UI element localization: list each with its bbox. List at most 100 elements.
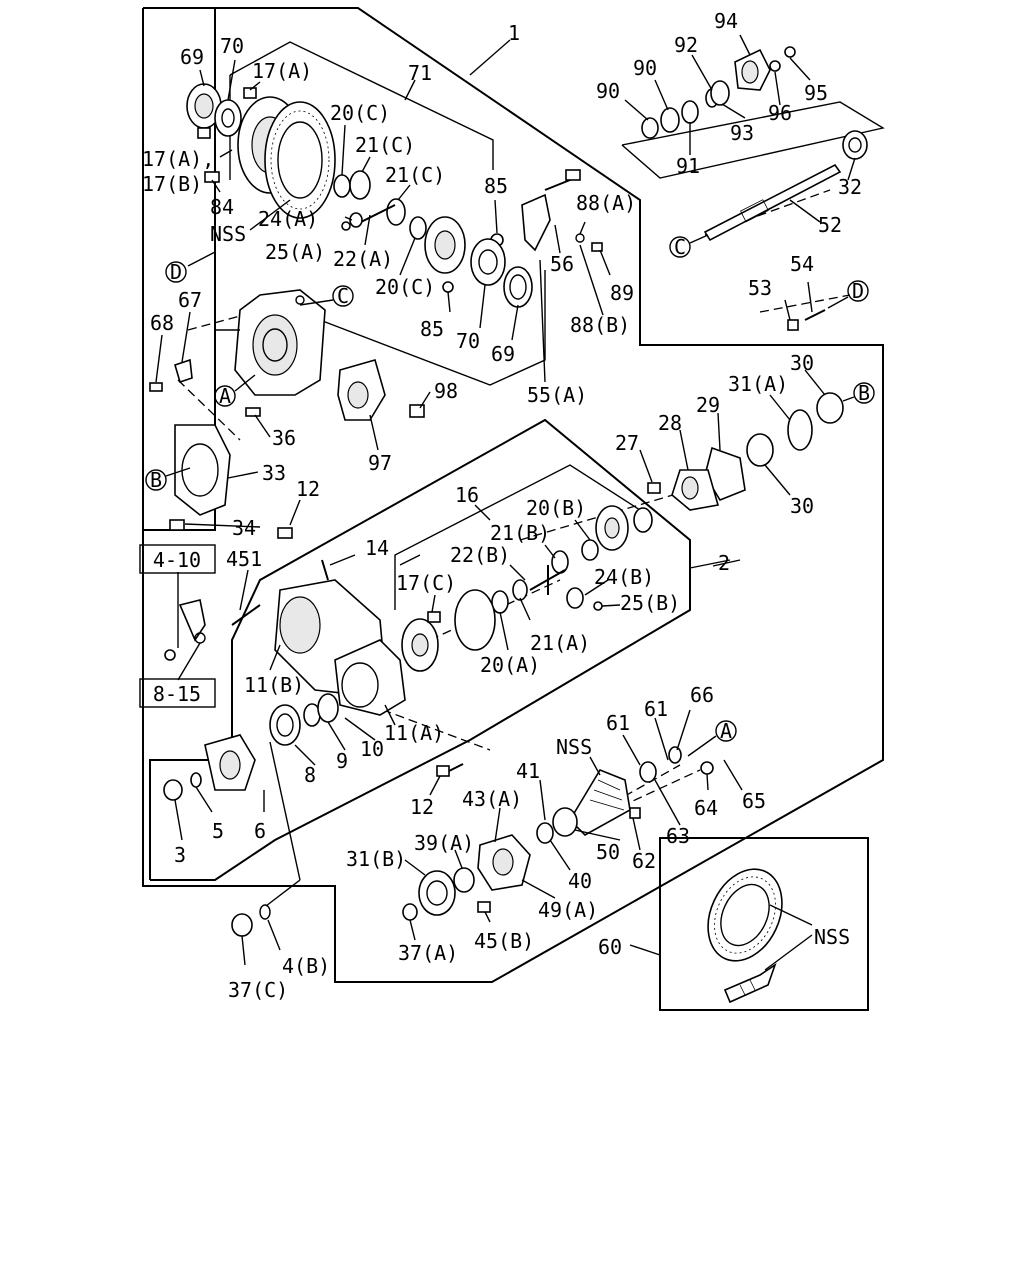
callout: 89 [610,281,634,305]
bearing-32 [842,130,868,160]
page-ref-4-10: 4-10 [139,544,216,574]
callout: 30 [790,494,814,518]
callout: 92 [674,33,698,57]
callout: 37(A) [398,941,458,965]
bearing-70-lower [470,238,506,286]
callout: 88(B) [570,313,630,337]
bracket-67 [149,358,193,392]
callout: 69 [180,45,204,69]
leader-lines [155,34,856,971]
callout: 24(B) [594,565,654,589]
svg-text:A: A [219,384,231,408]
callout: 67 [178,288,202,312]
callout: 52 [818,213,842,237]
svg-text:4-10: 4-10 [153,548,201,572]
callout: 33 [262,461,286,485]
shaft-box-outline [621,101,885,179]
callout: 31(A) [728,372,788,396]
svg-text:A: A [720,719,732,743]
circle-ref-a1: A [214,374,256,408]
ring-gear-upper [264,101,336,219]
callout: 28 [658,411,682,435]
svg-text:8-15: 8-15 [153,682,201,706]
callout: 20(B) [526,496,586,520]
callout: 10 [360,737,384,761]
callout: 34 [232,516,256,540]
svg-text:B: B [150,468,162,492]
diff-case-16 [401,589,496,672]
bolt-17a [197,87,257,183]
callout: 56 [550,252,574,276]
cover-33 [174,424,231,516]
callout: 12 [296,477,320,501]
flange-94 [734,46,796,91]
callout: 3 [174,843,186,867]
carrier-2-housing [231,559,406,716]
callout: 88(A) [576,191,636,215]
actuator-97 [337,359,425,421]
circle-ref-c1: C [299,284,354,308]
svg-text:D: D [852,279,864,303]
callout: 25(A) [265,240,325,264]
callout: 21(B) [490,521,550,545]
callout: 14 [365,536,389,560]
callout: 61 [606,711,630,735]
callout: 451 [226,547,262,571]
circle-ref-c2: C [669,234,709,259]
callout: 36 [272,426,296,450]
bearing-70-upper [214,99,242,137]
svg-text:B: B [858,381,870,405]
spacers-40-50 [536,807,578,844]
callout: 94 [714,9,738,33]
svg-text:C: C [674,235,686,259]
callout: 63 [666,824,690,848]
callout: 20(C) [330,101,390,125]
callout: 24(A) [258,207,318,231]
callout: 30 [790,351,814,375]
callout: 17(C) [396,571,456,595]
callout: NSS [556,735,592,759]
bearing-30-pinion-31a [746,392,844,467]
callout: 16 [455,483,479,507]
callout: 71 [408,61,432,85]
callout: 11(A) [384,721,444,745]
callout: 12 [410,795,434,819]
gasket-29-flange-28 [647,446,746,511]
pinion-shaft-22a [341,204,396,231]
callout: 49(A) [538,898,598,922]
callout: 97 [368,451,392,475]
callout: 22(A) [333,247,393,271]
callout: NSS [210,222,246,246]
drive-pinion-nss [568,746,714,836]
callout-labels: 1 2 69 70 17(A) 71 17(A), 17(B) 84 NSS 2… [142,9,862,1002]
pin-36 [245,407,261,417]
callout: 31(B) [346,847,406,871]
callout: 85 [420,317,444,341]
callout: 93 [730,121,754,145]
callout: 29 [696,393,720,417]
callout: 65 [742,789,766,813]
side-gear-20c-upper [333,170,427,240]
callout: 21(A) [530,631,590,655]
callout: 70 [220,34,244,58]
callout: 61 [644,697,668,721]
callout: 8 [304,763,316,787]
cup-69-lower [503,266,533,308]
callout: 53 [748,276,772,300]
retainer-49a [477,834,531,891]
svg-text:D: D [170,260,182,284]
callout: 40 [568,869,592,893]
callout: 2 [718,551,730,575]
callout: 37(C) [228,978,288,1002]
callout: 5 [212,819,224,843]
svg-text:C: C [337,284,349,308]
callout: 27 [615,431,639,455]
callout: 54 [790,252,814,276]
cap-56-and-bolt [521,169,603,252]
carrier-housing [234,289,326,396]
circle-ref-a2: A [687,719,737,757]
ring-pinion-box [659,837,869,1011]
callout: 20(C) [375,275,435,299]
callout: 69 [491,342,515,366]
